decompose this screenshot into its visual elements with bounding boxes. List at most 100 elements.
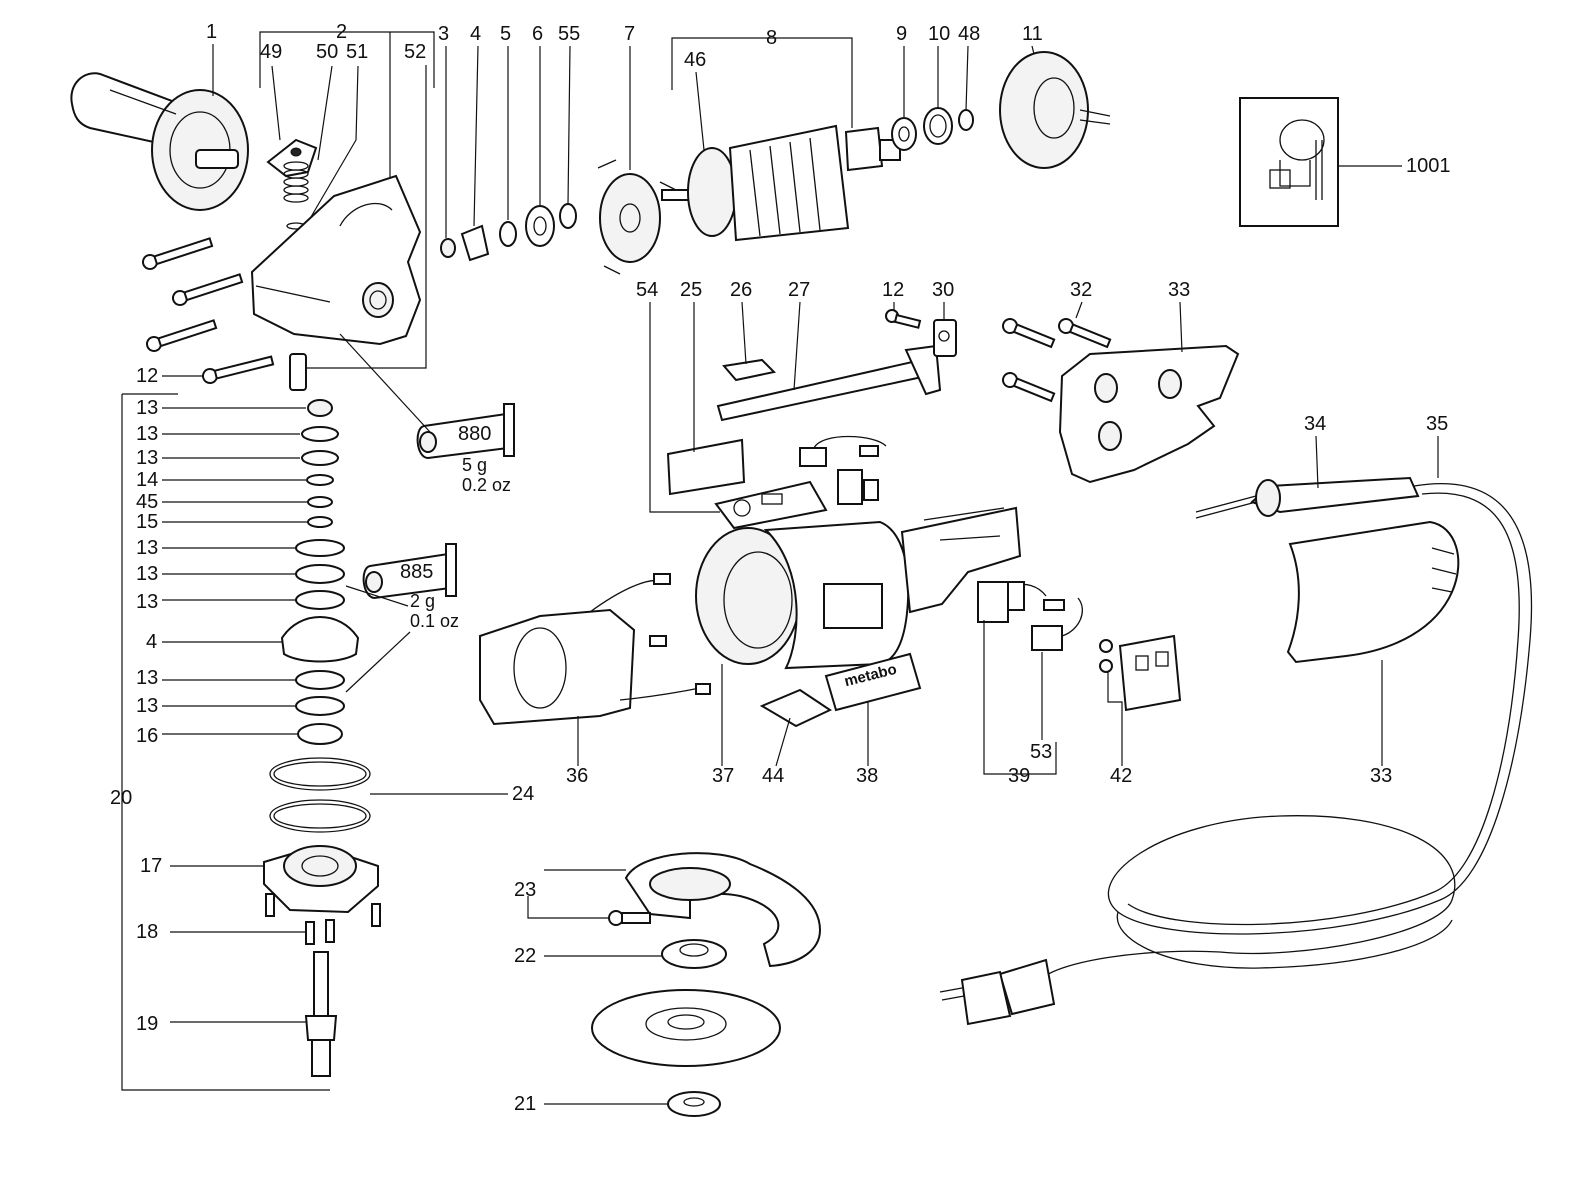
callout-18: 18 <box>136 921 159 943</box>
clamping-nut-21 <box>667 1091 721 1117</box>
callout-50: 50 <box>316 41 339 63</box>
callout-13-g: 13 <box>136 667 159 689</box>
gear-housing <box>250 174 422 346</box>
tube-880-ounces: 0.2 oz <box>462 475 512 495</box>
callout-27: 27 <box>788 279 811 301</box>
callout-13-c: 13 <box>136 447 159 469</box>
callout-48: 48 <box>958 23 981 45</box>
bracket-2 <box>259 31 435 88</box>
leader-880 <box>339 333 431 433</box>
label-plate <box>666 438 746 496</box>
washer-48 <box>958 109 974 131</box>
fan-baffle <box>597 159 677 275</box>
screw-12b <box>885 309 922 329</box>
callout-1001: 1001 <box>1406 155 1451 177</box>
callout-15: 15 <box>136 511 159 533</box>
callout-25: 25 <box>680 279 703 301</box>
wiring-inset <box>1239 97 1339 227</box>
leader-26 <box>741 301 747 365</box>
housing-screws <box>142 237 307 391</box>
leader-33a <box>1179 301 1183 353</box>
tube-885-ounces: 0.1 oz <box>410 611 460 631</box>
grinding-disc <box>591 989 781 1067</box>
callout-21: 21 <box>514 1093 537 1115</box>
cover-screws <box>1002 318 1112 403</box>
washer-55 <box>559 203 577 229</box>
callout-12-top: 12 <box>882 279 905 301</box>
motor-cover-ring <box>999 51 1111 169</box>
tube-885-grams: 2 g <box>410 591 436 611</box>
rear-cover-top <box>1058 344 1240 484</box>
power-cable <box>939 476 1533 1026</box>
callout-20: 20 <box>110 787 133 809</box>
grease-tube-885 <box>362 543 457 600</box>
callout-2: 2 <box>336 21 348 43</box>
callout-10: 10 <box>928 23 951 45</box>
callout-4-stack: 4 <box>146 631 158 653</box>
callout-49: 49 <box>260 41 283 63</box>
callout-33-top: 33 <box>1168 279 1191 301</box>
brand-plate-shape <box>824 652 922 712</box>
callout-8: 8 <box>766 27 778 49</box>
callout-11: 11 <box>1022 23 1043 45</box>
callout-33-bottom: 33 <box>1370 765 1393 787</box>
spindle-stack <box>263 399 381 1077</box>
info-plate <box>714 480 828 530</box>
callout-13-a: 13 <box>136 397 159 419</box>
bearing-sleeve-10 <box>923 107 953 145</box>
callout-4: 4 <box>470 23 482 45</box>
callout-44: 44 <box>762 765 785 787</box>
callout-36: 36 <box>566 765 589 787</box>
callout-7: 7 <box>624 23 636 45</box>
tube-885-code: 885 <box>400 561 434 583</box>
insulation-strip <box>759 688 833 728</box>
callout-6: 6 <box>532 23 544 45</box>
callout-53: 53 <box>1030 741 1053 763</box>
tube-880-grams: 5 g <box>462 455 488 475</box>
callout-39: 39 <box>1008 765 1031 787</box>
callout-52: 52 <box>404 41 427 63</box>
clip-part <box>266 138 318 178</box>
callout-16: 16 <box>136 725 159 747</box>
carbon-brush <box>1031 597 1083 651</box>
callout-42: 42 <box>1110 765 1133 787</box>
callout-23: 23 <box>514 879 537 901</box>
callout-32: 32 <box>1070 279 1093 301</box>
switch-rod <box>716 344 942 422</box>
motor-housing <box>695 506 1022 670</box>
bracket-20 <box>121 394 330 1091</box>
leader-51 <box>307 65 359 223</box>
terminal-block <box>1099 634 1182 712</box>
leader-50 <box>317 65 333 161</box>
callout-14: 14 <box>136 469 159 491</box>
callout-55: 55 <box>558 23 581 45</box>
bracket-8 <box>671 37 853 128</box>
callout-13-b: 13 <box>136 423 159 445</box>
callout-46: 46 <box>684 49 707 71</box>
callout-5: 5 <box>500 23 512 45</box>
callout-17: 17 <box>140 855 163 877</box>
callout-13-h: 13 <box>136 695 159 717</box>
leader-34 <box>1315 435 1319 489</box>
callout-35: 35 <box>1426 413 1449 435</box>
leader-54 <box>649 302 720 513</box>
switch-module <box>977 581 1047 623</box>
screw-23 <box>608 910 651 926</box>
leader-55 <box>567 45 571 205</box>
callout-30: 30 <box>932 279 955 301</box>
grease-tube-880 <box>416 403 515 460</box>
leader-42 <box>1107 672 1123 766</box>
tube-880-code: 880 <box>458 423 492 445</box>
callout-3: 3 <box>438 23 450 45</box>
callout-22: 22 <box>514 945 537 967</box>
callout-19: 19 <box>136 1013 159 1035</box>
leader-885-a <box>345 585 409 607</box>
flange-22 <box>661 939 727 969</box>
callout-34: 34 <box>1304 413 1327 435</box>
callout-38: 38 <box>856 765 879 787</box>
armature <box>661 124 901 242</box>
leader-32 <box>1075 301 1083 319</box>
leader-49 <box>271 65 281 141</box>
wheel-guard <box>624 852 822 968</box>
